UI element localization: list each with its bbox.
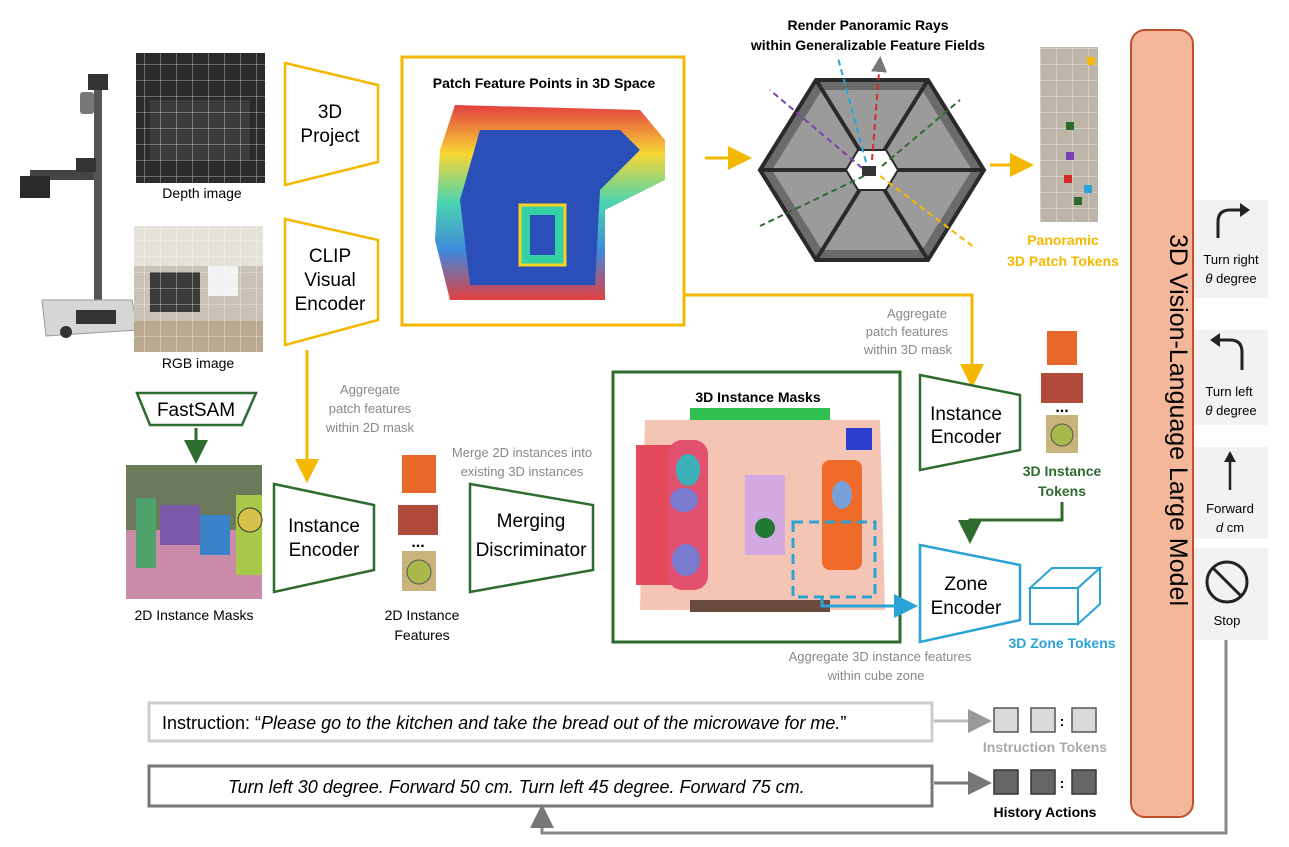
stop-label: Stop bbox=[1214, 613, 1241, 628]
rgb-caption: RGB image bbox=[162, 355, 235, 371]
features-2d-ellipsis: ... bbox=[411, 534, 424, 551]
history-tokens-label: History Actions bbox=[994, 804, 1097, 820]
arrow-cube-to-zone bbox=[820, 594, 918, 618]
aggregate-3d-note-1: Aggregate bbox=[887, 306, 947, 321]
render-title-1: Render Panoramic Rays bbox=[787, 17, 948, 33]
llm-title: 3D Vision-Language Large Model bbox=[1164, 234, 1192, 606]
zone-tokens-label: 3D Zone Tokens bbox=[1008, 635, 1115, 651]
zone-token-cube bbox=[1027, 565, 1103, 627]
masks-2d-caption: 2D Instance Masks bbox=[134, 607, 253, 623]
merging-label-2: Discriminator bbox=[476, 540, 588, 561]
instruction-tokens-label: Instruction Tokens bbox=[983, 739, 1107, 755]
turn-left-label: Turn left bbox=[1205, 384, 1253, 399]
rgb-image bbox=[134, 226, 263, 352]
project-3d-block: 3D Project bbox=[283, 61, 380, 187]
svg-text::: : bbox=[1060, 713, 1065, 729]
stop-icon bbox=[1205, 560, 1249, 604]
clip-label-2: Visual bbox=[304, 270, 355, 291]
aggregate-2d-note-1: Aggregate bbox=[340, 382, 400, 397]
instruction-content: Please go to the kitchen and take the br… bbox=[261, 713, 840, 733]
action-turn-left: Turn left θ degree bbox=[1194, 330, 1268, 425]
forward-param: d cm bbox=[1216, 520, 1244, 535]
clip-label-1: CLIP bbox=[309, 246, 351, 267]
aggregate-2d-note-2: patch features bbox=[329, 401, 412, 416]
action-forward: Forward d cm bbox=[1194, 447, 1268, 539]
instruction-box bbox=[147, 701, 934, 743]
zone-encoder-block: Zone Encoder bbox=[918, 543, 1022, 644]
svg-text::: : bbox=[1060, 775, 1065, 791]
turn-left-param: θ degree bbox=[1205, 403, 1256, 418]
project-3d-label-1: 3D bbox=[318, 102, 342, 123]
aggregate-2d-note-3: within 2D mask bbox=[325, 420, 415, 435]
aggregate-3d-note-2: patch features bbox=[866, 324, 949, 339]
instance-encoder-3d-block: Instance Encoder bbox=[918, 373, 1022, 472]
merging-label-1: Merging bbox=[497, 511, 566, 532]
clip-label-3: Encoder bbox=[295, 294, 366, 315]
action-turn-right: Turn right θ degree bbox=[1194, 200, 1268, 298]
aggregate-3d-note-3: within 3D mask bbox=[863, 342, 953, 357]
arrow-patch-to-3d-encoder bbox=[684, 293, 984, 388]
instance-tokens-3d-label-1: 3D Instance bbox=[1023, 463, 1102, 479]
instance-tokens-3d-thumbs: ... bbox=[1041, 331, 1083, 453]
fastsam-block: FastSAM bbox=[135, 391, 258, 427]
turn-right-icon bbox=[1216, 208, 1240, 238]
instance-encoder-3d-label-2: Encoder bbox=[931, 427, 1002, 448]
history-text: Turn left 30 degree. Forward 50 cm. Turn… bbox=[228, 777, 805, 797]
instance-tokens-3d-label-2: Tokens bbox=[1038, 483, 1086, 499]
instruction-text: Instruction: “Please go to the kitchen a… bbox=[162, 713, 846, 733]
turn-right-label: Turn right bbox=[1203, 252, 1259, 267]
patch-points-title: Patch Feature Points in 3D Space bbox=[433, 75, 656, 91]
panoramic-tokens-strip bbox=[1040, 47, 1098, 222]
features-2d-caption-1: 2D Instance bbox=[385, 607, 460, 623]
instruction-prefix: Instruction: “ bbox=[162, 713, 261, 733]
instance-encoder-2d-label-1: Instance bbox=[288, 516, 360, 537]
instance-masks-3d-image bbox=[636, 408, 885, 612]
zone-encoder-label-2: Encoder bbox=[931, 598, 1002, 619]
instance-encoder-3d-label-1: Instance bbox=[930, 404, 1002, 425]
merging-discriminator-block: Merging Discriminator bbox=[468, 482, 595, 594]
history-token-squares: : bbox=[993, 769, 1097, 795]
merge-note-2: existing 3D instances bbox=[461, 464, 584, 479]
instance-masks-2d-image bbox=[126, 465, 263, 599]
tokens-3d-ellipsis: ... bbox=[1055, 399, 1068, 416]
turn-right-param: θ degree bbox=[1205, 271, 1256, 286]
turn-left-icon bbox=[1220, 338, 1244, 370]
instruction-token-squares: : bbox=[993, 707, 1097, 733]
clip-encoder-block: CLIP Visual Encoder bbox=[283, 217, 380, 347]
instance-encoder-2d-block: Instance Encoder bbox=[272, 482, 376, 594]
point-cloud-image bbox=[435, 105, 665, 300]
features-2d-caption-2: Features bbox=[394, 627, 449, 643]
instruction-suffix: ” bbox=[840, 713, 846, 733]
panoramic-tokens-label-2: 3D Patch Tokens bbox=[1007, 253, 1119, 269]
panoramic-hexagon bbox=[757, 56, 987, 262]
forward-label: Forward bbox=[1206, 501, 1254, 516]
llm-box bbox=[1130, 29, 1194, 818]
depth-image bbox=[136, 53, 265, 183]
arrow-feedback-loop bbox=[530, 640, 1228, 835]
instance-encoder-2d-label-2: Encoder bbox=[289, 540, 360, 561]
depth-caption: Depth image bbox=[162, 185, 242, 201]
aggregate-cube-note-2: within cube zone bbox=[827, 668, 925, 683]
instance-masks-3d-title: 3D Instance Masks bbox=[695, 389, 820, 405]
aggregate-cube-note-1: Aggregate 3D instance features bbox=[789, 649, 972, 664]
panoramic-tokens-label-1: Panoramic bbox=[1027, 232, 1099, 248]
arrow-tokens-to-zone bbox=[958, 502, 1064, 544]
fastsam-label: FastSAM bbox=[157, 400, 235, 421]
render-title-2: within Generalizable Feature Fields bbox=[750, 37, 985, 53]
project-3d-label-2: Project bbox=[300, 126, 360, 147]
robot-image bbox=[20, 74, 139, 338]
instance-features-2d-thumbs: ... bbox=[398, 455, 438, 591]
merge-note-1: Merge 2D instances into bbox=[452, 445, 592, 460]
action-stop: Stop bbox=[1194, 548, 1268, 640]
zone-encoder-label-1: Zone bbox=[944, 574, 987, 595]
